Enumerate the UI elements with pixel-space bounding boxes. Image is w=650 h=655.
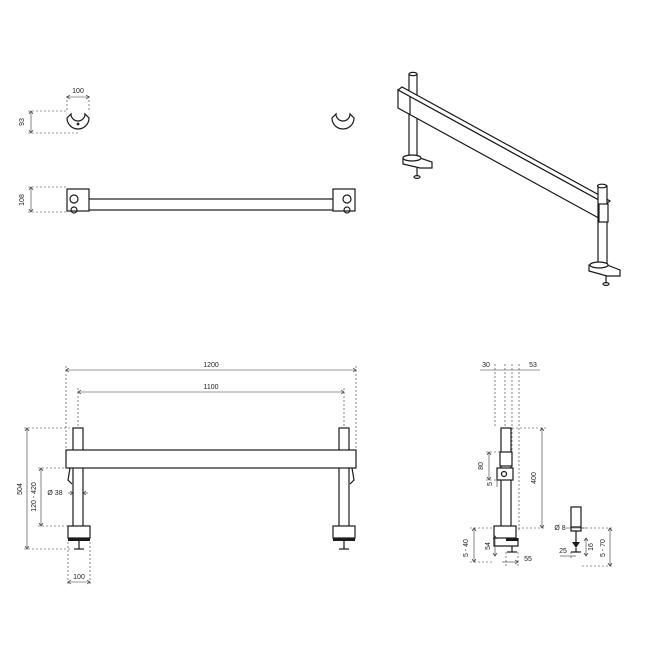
side-clamp bbox=[499, 451, 513, 467]
top-width-label: 100 bbox=[72, 88, 84, 95]
top-depth-label: 93 bbox=[19, 118, 26, 126]
iso-beam-front bbox=[397, 88, 607, 224]
detail-width-label: 25 bbox=[559, 548, 567, 555]
front-beam bbox=[65, 449, 357, 469]
detail-height-label: 16 bbox=[588, 543, 595, 551]
bar-top-view bbox=[79, 198, 341, 211]
isometric-view bbox=[396, 71, 621, 287]
top-view: 100 93 108 bbox=[19, 88, 356, 214]
side-base bbox=[493, 525, 517, 539]
height-range-label: 120 - 420 bbox=[31, 482, 38, 512]
clamp-height-label: 80 bbox=[478, 462, 485, 470]
inner-length-label: 1100 bbox=[203, 384, 218, 391]
clamp-knob-right bbox=[342, 194, 352, 204]
front-base-right bbox=[332, 525, 356, 539]
total-height-label: 504 bbox=[17, 483, 24, 495]
base-width-label: 100 bbox=[73, 574, 85, 581]
base-offset-label: 55 bbox=[524, 556, 532, 563]
clamp-plan-right bbox=[331, 112, 355, 130]
pin-diameter-label: Ø 8 bbox=[554, 525, 565, 532]
front-pole-left bbox=[72, 427, 84, 529]
small-five-label: 5 bbox=[487, 482, 494, 486]
front-view: 1200 1100 504 120 - 420 bbox=[17, 362, 356, 586]
clamp-plan-left-dot bbox=[76, 122, 80, 126]
clamp-knob-left bbox=[69, 194, 79, 204]
iso-pole-right bbox=[597, 185, 608, 267]
front-pole-right bbox=[338, 427, 350, 529]
clamp-block-right bbox=[332, 188, 356, 212]
offset-right-label: 53 bbox=[529, 362, 537, 369]
pole-height-label: 400 bbox=[531, 472, 538, 484]
detail-view: Ø 8 25 16 5 - 70 bbox=[554, 506, 612, 566]
offset-left-label: 30 bbox=[482, 362, 490, 369]
detail-pin bbox=[570, 506, 582, 528]
pole-diameter-label: Ø 38 bbox=[47, 490, 62, 497]
front-base-left bbox=[67, 525, 91, 539]
desk-thickness-label: 5 - 40 bbox=[463, 539, 470, 557]
clamp-depth-label: 54 bbox=[485, 542, 492, 550]
detail-range-label: 5 - 70 bbox=[600, 539, 607, 557]
clamp-plan-left bbox=[66, 112, 90, 130]
top-height-label: 108 bbox=[19, 194, 26, 206]
side-view: 30 53 400 80 5 5 - 40 54 bbox=[463, 362, 546, 566]
overall-length-label: 1200 bbox=[203, 362, 219, 369]
iso-beam-top bbox=[396, 86, 612, 205]
